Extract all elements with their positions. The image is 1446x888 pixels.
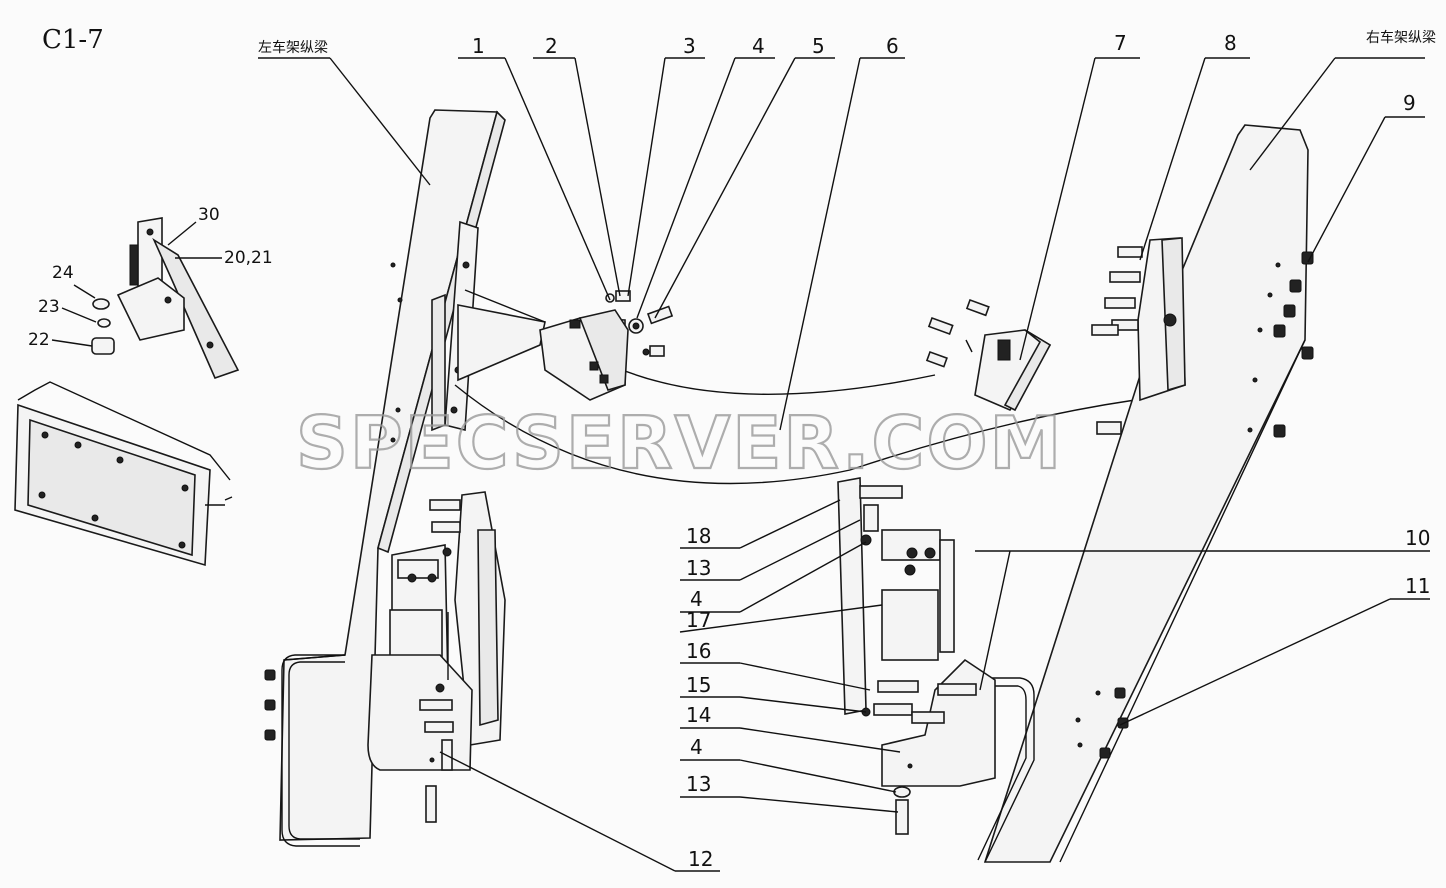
callout-9: 9: [1403, 91, 1416, 115]
callout-3: 3: [683, 34, 696, 58]
callout-4: 4: [752, 34, 765, 58]
callout-22: 22: [28, 330, 50, 350]
leader-lines: [51, 57, 1430, 872]
callout-13-upper: 13: [686, 556, 711, 580]
callout-23: 23: [38, 297, 60, 317]
left-bracket-assembly: [539, 290, 674, 401]
right-mounting-plate: [1091, 237, 1186, 435]
callout-16: 16: [686, 639, 711, 663]
callout-15: 15: [686, 673, 711, 697]
callout-7: 7: [1114, 31, 1127, 55]
inset-panel-view: [14, 381, 233, 567]
inset-part-assembly: [91, 217, 240, 379]
callout-1: 1: [472, 34, 485, 58]
left-lower-bracket: [264, 654, 360, 847]
right-lower-bracket: [977, 677, 1129, 863]
callout-12: 12: [688, 847, 713, 871]
callout-11: 11: [1405, 574, 1430, 598]
callout-13-lower: 13: [686, 772, 711, 796]
callout-10: 10: [1405, 526, 1430, 550]
left-frame-rail-label: 左车架纵梁: [258, 39, 328, 56]
right-frame-rail: [983, 124, 1314, 863]
diagram-title: C1-7: [42, 25, 104, 55]
callout-2: 2: [545, 34, 558, 58]
callout-4-lower: 4: [690, 735, 703, 759]
left-cab-mount-assembly: [367, 491, 506, 823]
callout-6: 6: [886, 34, 899, 58]
watermark: SPECSERVER.COM: [296, 401, 1063, 485]
callout-4-middle: 4: [690, 587, 703, 611]
cross-member: [454, 289, 1136, 485]
right-bracket-assembly: [925, 298, 1052, 412]
callout-numbers: 1 2 3 4 5 6 7 8 9 10 11 12 18 13 4 17 16…: [28, 31, 1430, 871]
callout-20-21: 20,21: [224, 248, 273, 268]
callout-8: 8: [1224, 31, 1237, 55]
right-cab-mount-assembly: [837, 477, 996, 835]
right-frame-rail-label: 右车架纵梁: [1366, 29, 1436, 46]
callout-14: 14: [686, 703, 711, 727]
callout-24: 24: [52, 263, 74, 283]
callout-18: 18: [686, 524, 711, 548]
callout-17: 17: [686, 608, 711, 632]
callout-30: 30: [198, 205, 220, 225]
callout-5: 5: [812, 34, 825, 58]
